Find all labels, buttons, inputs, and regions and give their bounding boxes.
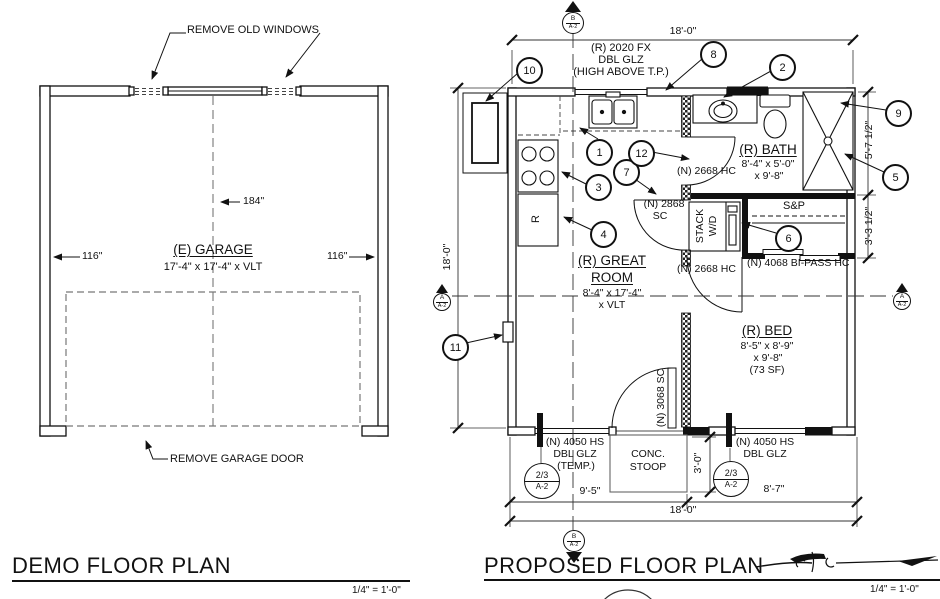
- proposed-new-walls-hatched: [681, 95, 691, 428]
- proposed-windows: [535, 89, 805, 434]
- bath-dims-2: x 9'-8": [754, 170, 784, 182]
- bath-room-name: (R) BATH: [739, 142, 797, 157]
- great-room-dims-2: x VLT: [598, 299, 626, 311]
- keynote-8: 8: [700, 41, 727, 68]
- keynote-10: 10: [516, 57, 543, 84]
- sp-closet-label: S&P: [782, 200, 806, 212]
- section-arrow-icon: [896, 283, 908, 292]
- hall-door-label-2: SC: [652, 210, 668, 222]
- window-bl-label-2: DBL GLZ: [553, 448, 597, 460]
- partial-detail-bubble: [604, 589, 652, 599]
- keynote-5: 5: [882, 164, 909, 191]
- section-lines: [452, 32, 893, 530]
- hall-door-label-1: (N) 2868: [643, 198, 685, 210]
- great-room-dims-1: 8'-4" x 17'-4": [582, 287, 642, 299]
- great-room-name-1: (R) GREAT: [578, 253, 646, 268]
- window-bl-label-1: (N) 4050 HS: [545, 436, 605, 448]
- dimension-lines: [450, 39, 876, 527]
- wd-label: W/D: [707, 215, 720, 237]
- washer-dryer: [688, 201, 741, 252]
- dim-top: 18'-0": [669, 25, 697, 37]
- dim-bottom-left: 9'-5": [579, 485, 601, 497]
- window-br-label-2: DBL GLZ: [743, 448, 787, 460]
- garage-room-dims: 17'-4" x 17'-4" x VLT: [163, 261, 263, 273]
- top-window-label-2: DBL GLZ: [598, 54, 644, 66]
- keynote-3: 3: [585, 174, 612, 201]
- great-room-name-2: ROOM: [591, 270, 633, 285]
- remove-windows-note: REMOVE OLD WINDOWS: [186, 24, 320, 36]
- keynote-1: 1: [586, 139, 613, 166]
- kitchen-fixtures: [517, 91, 638, 247]
- top-window-label-1: (R) 2020 FX: [591, 42, 651, 54]
- window-bl-label-3: (TEMP.): [557, 460, 595, 472]
- detail-marker-left: 2/3 A-2: [524, 463, 560, 499]
- stoop-label-2: STOOP: [629, 461, 667, 473]
- demo-plan-dashed: [65, 96, 361, 427]
- doors: [611, 136, 743, 429]
- dim-116-right: 116": [327, 250, 348, 262]
- bipass-door-label: (N) 4068 BI-PASS HC: [747, 257, 850, 269]
- stoop-label-1: CONC.: [631, 448, 665, 460]
- keynote-11: 11: [442, 334, 469, 361]
- keynote-9: 9: [885, 100, 912, 127]
- closet-door-label: (N) 2668 HC: [677, 263, 736, 275]
- exterior-items: [462, 92, 688, 493]
- dim-116-left: 116": [82, 250, 103, 262]
- dim-left: 18'-0": [441, 243, 454, 271]
- dim-stoop: 3'-0": [692, 452, 705, 474]
- keynote-leaders: [465, 58, 887, 344]
- dim-bottom-right: 8'-7": [763, 483, 785, 495]
- bath-dims-1: 8'-4" x 5'-0": [741, 158, 795, 170]
- bath-door-label: (N) 2668 HC: [677, 165, 736, 177]
- garage-room-name: (E) GARAGE: [173, 242, 253, 257]
- top-window-label-3: (HIGH ABOVE T.P.): [573, 66, 669, 78]
- section-arrow-icon: [566, 552, 582, 563]
- proposed-new-headers: [537, 86, 855, 447]
- window-br-label-1: (N) 4050 HS: [735, 436, 795, 448]
- dim-right-lower: 3'-3 1/2": [863, 206, 876, 246]
- demo-plan-scale: 1/4" = 1'-0": [352, 585, 401, 596]
- demo-plan-title: DEMO FLOOR PLAN: [12, 553, 231, 578]
- proposed-walls: [507, 87, 856, 436]
- dim-184: 184": [243, 195, 265, 207]
- section-arrow-icon: [436, 284, 448, 293]
- front-door-label: (N) 3068 SC: [655, 368, 668, 428]
- demo-plan-windows: [135, 88, 295, 95]
- bed-room-name: (R) BED: [741, 323, 793, 338]
- decorative-flourish: [755, 551, 939, 573]
- fridge-label: R: [529, 215, 542, 223]
- bath-fixtures: [692, 91, 854, 191]
- dimension-ticks: [452, 34, 874, 527]
- keynote-6: 6: [775, 225, 802, 252]
- bed-area-sf: (73 SF): [749, 364, 785, 376]
- keynote-2: 2: [769, 54, 796, 81]
- bed-dims-1: 8'-5" x 8'-9": [740, 340, 794, 352]
- keynote-4: 4: [590, 221, 617, 248]
- bed-dims-2: x 9'-8": [753, 352, 783, 364]
- detail-marker-right: 2/3 A-2: [713, 461, 749, 497]
- proposed-plan-scale: 1/4" = 1'-0": [870, 584, 919, 595]
- sp-closet-shelf: [752, 215, 845, 224]
- proposed-plan-title: PROPOSED FLOOR PLAN: [484, 553, 764, 578]
- remove-garage-door-note: REMOVE GARAGE DOOR: [170, 453, 304, 465]
- section-arrow-icon: [565, 1, 581, 12]
- keynote-12: 12: [628, 140, 655, 167]
- dim-bottom-total: 18'-0": [669, 504, 697, 516]
- stack-label: STACK: [694, 208, 707, 244]
- dim-right-upper: 5'-7 1/2": [863, 120, 876, 160]
- demo-plan-leaders: [53, 32, 375, 460]
